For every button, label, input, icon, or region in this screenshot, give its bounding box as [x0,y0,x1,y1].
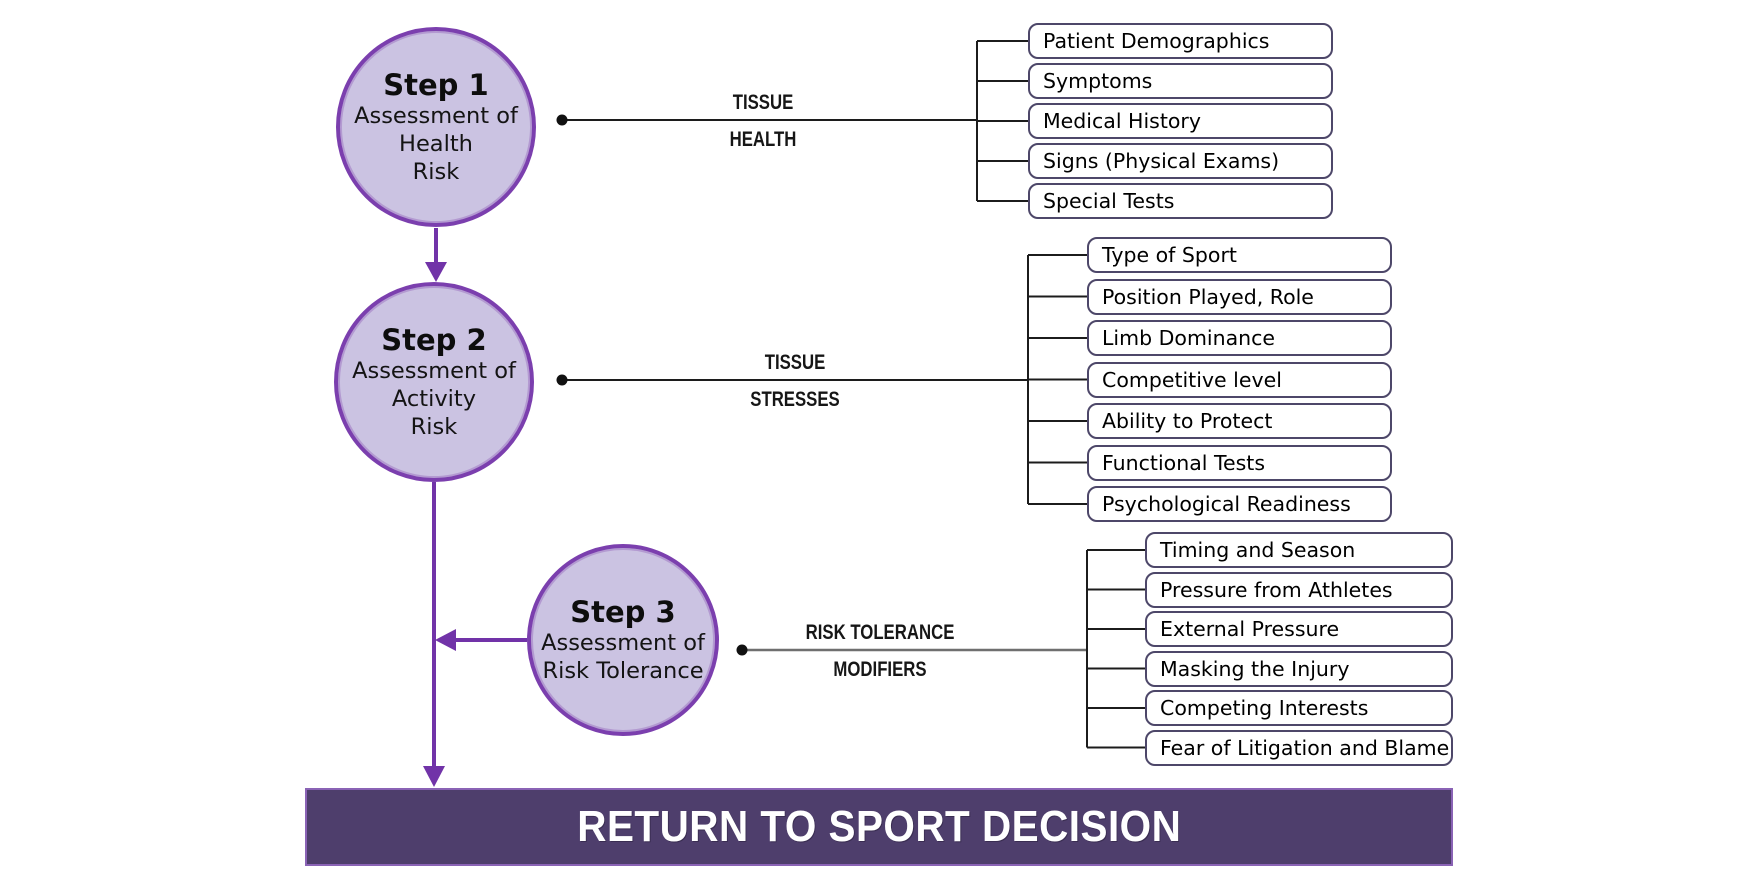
step2-connector-dot-icon [556,374,568,386]
arrow-step1-to-step2-icon [425,228,447,282]
step3-item-box: Pressure from Athletes [1145,571,1453,608]
step3-bracket [742,549,1145,749]
step1-line: Assessment of [354,103,518,129]
step2-line: Activity [391,386,477,412]
label-line: STRESSES [750,387,840,411]
step3-item-box: Competing Interests [1145,690,1453,726]
step2-title: Step 2 [381,323,487,357]
step2-item-box: Functional Tests [1087,444,1392,481]
step2-item-box: Position Played, Role [1087,278,1392,315]
step3-item-box: Timing and Season [1145,532,1453,568]
step3-item-box: Masking the Injury [1145,650,1453,687]
step2-line: Assessment of [352,358,516,384]
step1-line: Risk [412,159,460,185]
step1-item-box: Signs (Physical Exams) [1028,143,1333,179]
step2-bracket [562,254,1087,505]
step1-item-box: Patient Demographics [1028,23,1333,59]
tissue-stresses-label: TISSUE STRESSES [705,350,885,412]
step1-connector-dot-icon [556,114,568,126]
return-to-sport-decision-label: RETURN TO SPORT DECISION [576,802,1182,851]
step3-circle: Step 3 Assessment of Risk Tolerance [527,544,719,736]
step1-item-box: Medical History [1028,103,1333,139]
label-line: TISSUE [732,90,794,114]
step1-circle: Step 1 Assessment of Health Risk [336,27,536,227]
step3-connector-dot-icon [736,644,748,656]
step2-line: Risk [410,414,458,440]
step2-item-box: Competitive level [1087,361,1392,398]
step3-item-box: External Pressure [1145,611,1453,647]
step3-line: Assessment of [541,630,705,656]
step1-line: Health [399,131,473,157]
step2-circle: Step 2 Assessment of Activity Risk [334,282,534,482]
step1-item-box: Symptoms [1028,63,1333,99]
label-line: MODIFIERS [833,657,927,681]
label-line: RISK TOLERANCE [805,620,955,644]
step1-bracket [562,40,1028,202]
step2-item-box: Type of Sport [1087,237,1392,273]
step2-item-box: Limb Dominance [1087,320,1392,356]
step3-line: Risk Tolerance [542,658,704,684]
label-line: HEALTH [729,127,797,151]
step3-title: Step 3 [570,595,676,629]
label-line: TISSUE [764,350,826,374]
step1-item-box: Special Tests [1028,183,1333,219]
step1-title: Step 1 [383,68,489,102]
step3-item-box: Fear of Litigation and Blame [1145,729,1453,766]
step2-item-box: Ability to Protect [1087,403,1392,439]
step2-item-box: Psychological Readiness [1087,486,1392,522]
arrow-step3-to-flow-icon [435,629,527,651]
arrow-step2-to-decision-icon [423,482,445,787]
tissue-health-label: TISSUE HEALTH [683,90,843,152]
return-to-sport-decision-bar: RETURN TO SPORT DECISION [305,788,1453,866]
risk-tolerance-modifiers-label: RISK TOLERANCE MODIFIERS [760,620,1000,682]
